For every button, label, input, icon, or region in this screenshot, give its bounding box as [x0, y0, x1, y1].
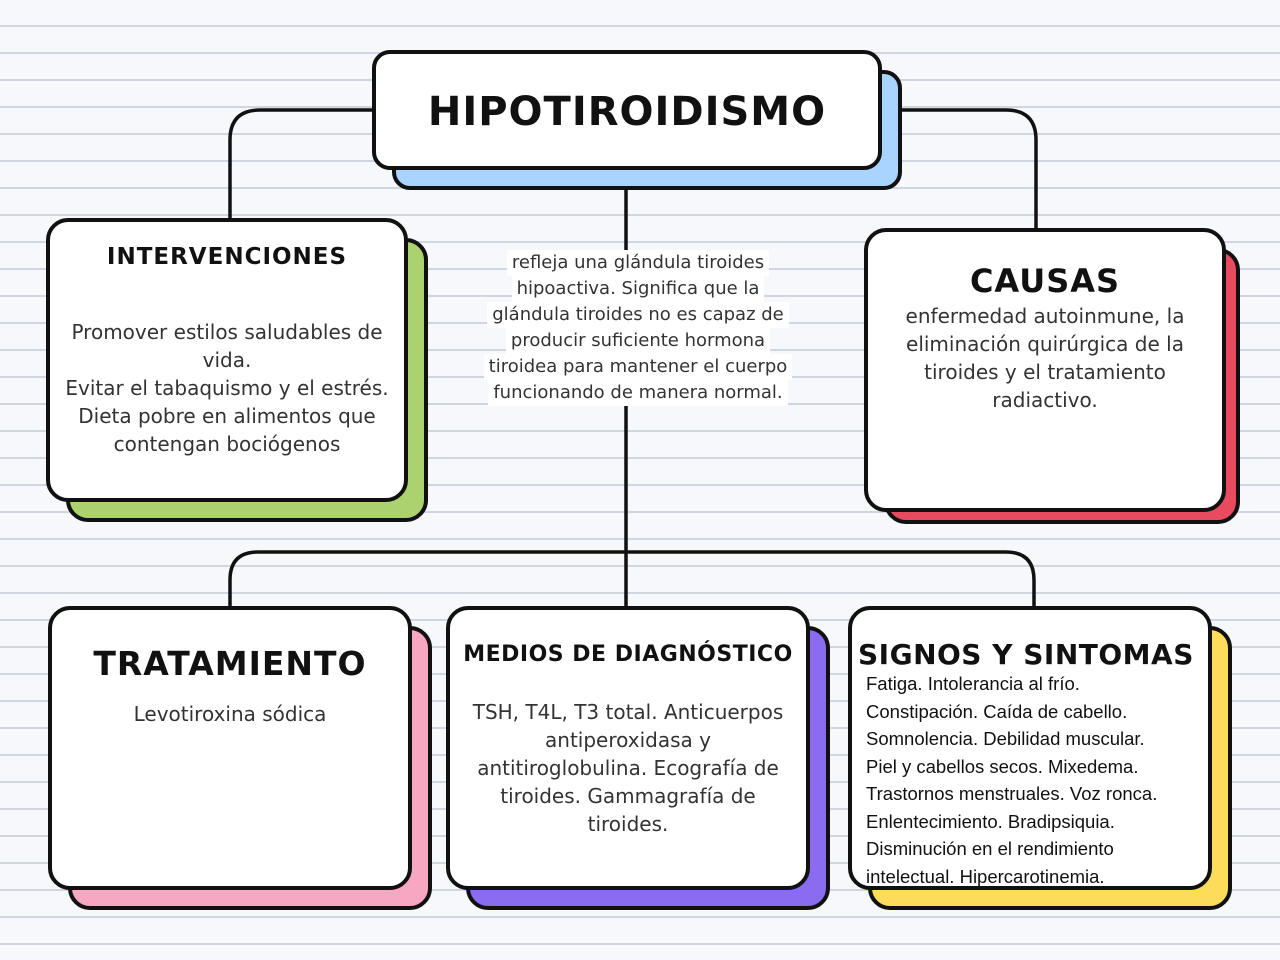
body-line: Trastornos menstruales. Voz ronca.: [866, 783, 1158, 804]
body-line: contengan bociógenos: [113, 432, 341, 456]
diagnostico-card: MEDIOS DE DIAGNÓSTICO TSH, T4L, T3 total…: [446, 606, 810, 890]
body-line: enfermedad autoinmune, la: [905, 304, 1185, 328]
intervenciones-card: INTERVENCIONES Promover estilos saludabl…: [46, 218, 408, 502]
main-title: HIPOTIROIDISMO: [427, 89, 827, 135]
diagnostico-body: TSH, T4L, T3 total. Anticuerpos antipero…: [464, 698, 792, 838]
body-line: Piel y cabellos secos. Mixedema.: [866, 755, 1139, 777]
definition-line: tiroidea para mantener el cuerpo: [483, 354, 793, 380]
body-line: Fatiga. Intolerancia al frío.: [866, 673, 1080, 694]
body-line: Promover estilos saludables de: [71, 320, 383, 344]
causas-body: enfermedad autoinmune, la eliminación qu…: [882, 302, 1208, 414]
body-line: Disminución en el rendimiento: [866, 838, 1114, 859]
definition-line: refleja una glándula tiroides: [506, 250, 770, 276]
definition-line: glándula tiroides no es capaz de: [487, 302, 789, 328]
body-line: Enlentecimiento. Bradipsiquia.: [866, 810, 1115, 832]
body-line: Dieta pobre en alimentos que: [78, 404, 376, 428]
body-line: Levotiroxina sódica: [133, 702, 327, 726]
tratamiento-title: TRATAMIENTO: [93, 644, 367, 683]
causas-title: CAUSAS: [969, 262, 1121, 300]
definition-text: refleja una glándula tiroides hipoactiva…: [466, 250, 810, 406]
connector-bottom-branch: [228, 550, 1036, 608]
body-line: intelectual. Hipercarotinemia.: [866, 865, 1105, 887]
connector-to-intervenciones: [228, 108, 372, 220]
body-line: Constipación. Caída de cabello.: [866, 700, 1128, 722]
definition-line: hipoactiva. Significa que la: [511, 276, 765, 302]
main-title-card: HIPOTIROIDISMO: [372, 50, 882, 170]
body-line: vida.: [202, 348, 252, 372]
intervenciones-body: Promover estilos saludables de vida. Evi…: [64, 318, 390, 458]
definition-line: producir suficiente hormona: [505, 328, 771, 354]
body-line: TSH, T4L, T3 total. Anticuerpos: [472, 700, 784, 724]
body-line: antitiroglobulina. Ecografía de: [477, 756, 779, 780]
definition-line: funcionando de manera normal.: [488, 380, 788, 406]
body-line: eliminación quirúrgica de la: [906, 332, 1184, 356]
body-line: tiroides. Gammagrafía de: [500, 784, 756, 808]
tratamiento-card: TRATAMIENTO Levotiroxina sódica: [48, 606, 412, 890]
tratamiento-body: Levotiroxina sódica: [66, 700, 394, 728]
body-line: antiperoxidasa y: [545, 728, 711, 752]
causas-card: CAUSAS enfermedad autoinmune, la elimina…: [864, 228, 1226, 512]
intervenciones-title: INTERVENCIONES: [106, 244, 348, 270]
diagnostico-title: MEDIOS DE DIAGNÓSTICO: [463, 642, 793, 667]
signos-title: SIGNOS Y SINTOMAS: [858, 638, 1194, 671]
connector-to-causas: [882, 108, 1038, 230]
body-line: tiroides.: [587, 812, 669, 836]
body-line: radiactivo.: [992, 388, 1098, 412]
signos-body: Fatiga. Intolerancia al frío. Constipaci…: [866, 670, 1200, 890]
signos-card: SIGNOS Y SINTOMAS Fatiga. Intolerancia a…: [848, 606, 1212, 890]
body-line: Somnolencia. Debilidad muscular.: [866, 728, 1145, 749]
body-line: tiroides y el tratamiento: [924, 360, 1166, 384]
body-line: Evitar el tabaquismo y el estrés.: [65, 376, 389, 400]
